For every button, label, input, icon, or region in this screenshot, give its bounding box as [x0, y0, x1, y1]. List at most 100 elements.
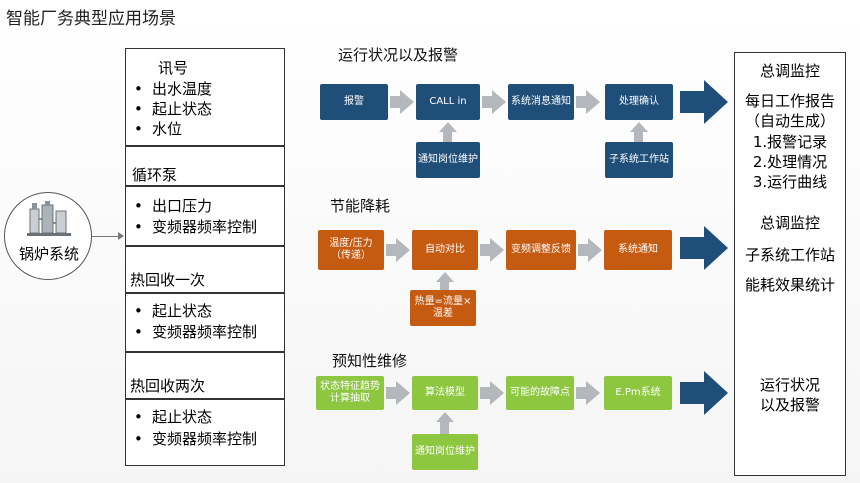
output-and-alarm: 以及报警 [759, 396, 820, 414]
flow-arrow [390, 96, 400, 108]
flow-arrowhead [586, 90, 600, 114]
section-title-alarm: 运行状况以及报警 [338, 46, 459, 64]
bullet: • [134, 323, 143, 341]
bullet: • [134, 120, 143, 138]
bullet: • [134, 197, 143, 215]
flow-arrow [482, 96, 492, 108]
flow-box-algorithm-model: 算法模型 [412, 376, 478, 410]
flow-arrowhead [490, 381, 504, 405]
flow-box-auto-compare: 自动对比 [412, 230, 478, 270]
output-panel: 总调监控 每日工作报告 （自动生成） 1.报警记录 2.处理情况 3.运行曲线 … [734, 52, 846, 476]
pump-item-label: 出口压力 [152, 197, 213, 215]
flow-box-confirm: 处理确认 [605, 84, 673, 120]
flow-box-call-in: CALL in [416, 84, 480, 120]
output-daily-report: 每日工作报告 [744, 92, 835, 110]
group-heading-signal: 讯号 [158, 59, 189, 77]
group-heading-heat-recovery-2: 热回收两次 [130, 377, 206, 395]
up-arrowhead [630, 122, 648, 132]
recovery1-item: •变频器频率控制 [134, 322, 257, 343]
flow-box-heat-formula: 热量=流量×温差 [410, 290, 476, 326]
flow-box-subsystem-station: 子系统工作站 [605, 142, 673, 178]
output-run-status: 运行状况 [759, 376, 820, 394]
flow-box-temp-pressure: 温度/压力（传递） [318, 230, 384, 270]
group-heading-heat-recovery-1: 热回收一次 [130, 271, 206, 289]
signal-item-label: 起止状态 [152, 100, 213, 118]
flow-box-fault-points: 可能的故障点 [506, 376, 574, 410]
bullet: • [134, 100, 143, 118]
flow-arrowhead [396, 238, 410, 262]
boiler-label: 锅炉系统 [18, 245, 79, 263]
section-title-predictive: 预知性维修 [332, 352, 408, 370]
output-subsystem-station: 子系统工作站 [744, 246, 835, 264]
boiler-plant-icon [27, 201, 71, 236]
boiler-connector-arrowhead [118, 232, 124, 240]
bullet: • [134, 408, 143, 426]
bullet: • [134, 430, 143, 448]
flow-box-epm-system: E.Pm系统 [604, 376, 672, 410]
flow-arrow [386, 244, 396, 256]
flow-box-vfd-feedback: 变频调整反馈 [506, 230, 576, 270]
big-arrow-head [704, 371, 728, 415]
flow-arrow [480, 244, 490, 256]
flow-arrow [480, 387, 490, 399]
pump-item-label: 变频器频率控制 [152, 218, 258, 236]
flow-arrowhead [586, 381, 600, 405]
flow-box-system-notify: 系统消息通知 [508, 84, 574, 120]
signal-item-label: 出水温度 [152, 80, 213, 98]
group-heading-pump: 循环泵 [132, 166, 178, 184]
recovery2-item-label: 起止状态 [152, 408, 213, 426]
pump-item: • 变频器频率控制 [134, 217, 257, 238]
flow-arrow [576, 96, 586, 108]
up-arrowhead [436, 272, 454, 282]
signal-item: • 出水温度 [134, 79, 212, 100]
bullet: • [134, 80, 143, 98]
output-run-curve: 3.运行曲线 [752, 173, 828, 191]
flow-arrowhead [492, 90, 506, 114]
big-arrow-shaft [680, 237, 704, 259]
up-arrow [440, 422, 449, 434]
flow-arrowhead [396, 381, 410, 405]
flow-arrowhead [400, 90, 414, 114]
bullet: • [134, 302, 143, 320]
big-arrow-shaft [680, 91, 704, 113]
recovery2-item: • 变频器频率控制 [134, 429, 257, 450]
flow-arrow [578, 244, 588, 256]
output-monitor: 总调监控 [759, 214, 820, 232]
output-alarm-records: 1.报警记录 [752, 133, 828, 151]
flow-box-system-notify: 系统通知 [604, 230, 672, 270]
up-arrow [440, 282, 449, 290]
flow-box-feature-extract: 状态特征趋势计算抽取 [316, 376, 384, 410]
signal-item: • 起止状态 [134, 99, 212, 120]
big-arrow-head [704, 80, 728, 124]
recovery1-item: • 起止状态 [134, 301, 212, 322]
signal-item-label: 水位 [152, 120, 183, 138]
recovery2-item: • 起止状态 [134, 407, 212, 428]
flow-box-notify-maintenance: 通知岗位维护 [412, 434, 478, 470]
group-divider [126, 398, 284, 400]
flow-arrow [386, 387, 396, 399]
up-arrowhead [436, 412, 454, 422]
flow-arrow [576, 387, 586, 399]
page-title: 智能厂务典型应用场景 [6, 9, 176, 29]
output-energy-stats: 能耗效果统计 [744, 276, 835, 294]
section-title-energy: 节能降耗 [330, 197, 391, 215]
boiler-node: 锅炉系统 [4, 192, 92, 280]
group-divider [126, 245, 284, 247]
flow-arrowhead [490, 238, 504, 262]
group-divider [126, 145, 284, 147]
big-arrow-shaft [680, 382, 704, 404]
bullet: • [134, 218, 143, 236]
signal-item: • 水位 [134, 119, 182, 140]
recovery1-item-label: 起止状态 [152, 302, 213, 320]
output-handling: 2.处理情况 [752, 153, 828, 171]
up-arrow [634, 132, 643, 142]
recovery2-item-label: 变频器频率控制 [152, 430, 258, 448]
up-arrowhead [439, 122, 457, 132]
group-divider [126, 292, 284, 294]
pump-item: • 出口压力 [134, 196, 212, 217]
boiler-connector [92, 236, 122, 237]
output-auto-generated: （自动生成） [744, 112, 835, 130]
big-arrow-head [704, 226, 728, 270]
output-monitor: 总调监控 [759, 62, 820, 80]
